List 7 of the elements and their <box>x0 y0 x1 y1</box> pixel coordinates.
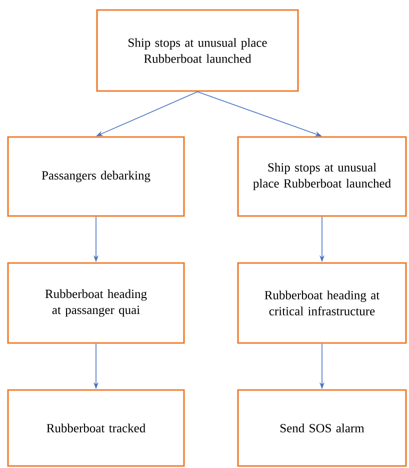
process-box: Passangers debarking <box>7 136 185 217</box>
process-box: Rubberboat tracked <box>7 389 185 467</box>
process-box: Send SOS alarm <box>237 389 407 467</box>
process-box: Rubberboat heading at critical infrastructure <box>237 262 407 344</box>
process-box: Ship stops at unusual place Rubberboat launched <box>237 136 407 217</box>
process-box: Rubberboat heading at passanger quai <box>7 262 185 344</box>
process-box: Ship stops at unusual place Rubberboat launched <box>96 9 299 92</box>
